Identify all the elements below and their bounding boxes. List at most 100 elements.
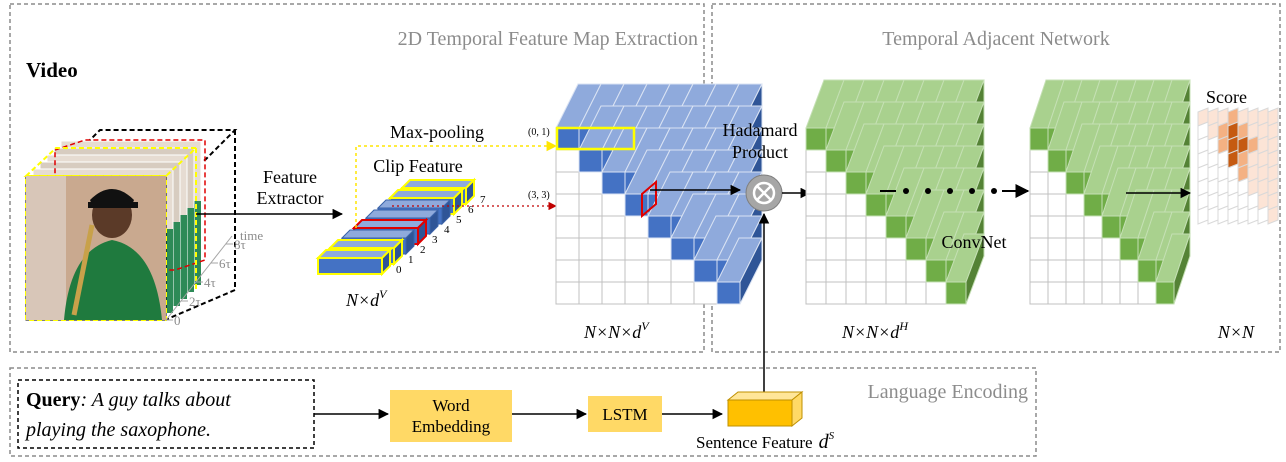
map-cell xyxy=(578,193,603,217)
map-cell xyxy=(578,259,603,283)
score-label: Score xyxy=(1206,87,1247,107)
map-cell xyxy=(601,193,626,217)
map-cell xyxy=(578,171,603,195)
map-cell-front xyxy=(925,259,947,283)
map-cell xyxy=(1029,259,1049,283)
map-cell xyxy=(1101,237,1121,261)
convnet-label: ConvNet xyxy=(942,232,1007,252)
map-cell xyxy=(1047,171,1067,195)
map-cell xyxy=(1101,259,1121,283)
map-cell xyxy=(647,237,672,261)
map-cell-front xyxy=(805,127,827,151)
ellipsis-dot xyxy=(969,188,975,194)
map-cell-front xyxy=(1047,149,1067,173)
map-cell xyxy=(624,215,649,239)
map-cell xyxy=(1047,259,1067,283)
time-tick-label: 4τ xyxy=(204,275,216,290)
map-cell xyxy=(805,171,827,195)
clip-slab-top xyxy=(315,249,393,259)
map-cell-front xyxy=(693,259,718,283)
map-cell xyxy=(825,237,847,261)
ellipsis-dot xyxy=(925,188,931,194)
score-map xyxy=(1197,107,1279,225)
map-cell xyxy=(1119,259,1139,283)
map2d-dim: N×N×dV xyxy=(583,319,650,342)
map-cell xyxy=(1029,171,1049,195)
time-tick-label: 0 xyxy=(174,313,181,328)
clip-index: 2 xyxy=(420,244,426,256)
map-cell xyxy=(624,259,649,283)
map-cell xyxy=(1029,215,1049,239)
language-title: Language Encoding xyxy=(868,381,1029,403)
clip-slab-top xyxy=(327,239,405,249)
map-cell xyxy=(1065,215,1085,239)
map-cell-front xyxy=(1137,259,1157,283)
map-cell-side xyxy=(1173,233,1191,305)
map-cell xyxy=(1083,237,1103,261)
map-cell xyxy=(825,215,847,239)
map-cell-front xyxy=(1029,127,1049,151)
clip-index: 0 xyxy=(396,264,402,276)
map-cell xyxy=(845,215,867,239)
language-section-frame xyxy=(9,367,1037,457)
lstm-box xyxy=(588,396,662,432)
map-cell xyxy=(805,193,827,217)
map-cell xyxy=(1083,215,1103,239)
clip-slab-top xyxy=(351,219,429,229)
map-cell xyxy=(1065,237,1085,261)
map-cell xyxy=(1065,281,1085,305)
map-cell xyxy=(601,237,626,261)
map-cell xyxy=(1083,259,1103,283)
map-cell xyxy=(601,215,626,239)
map-cell xyxy=(865,237,887,261)
map-cell-front xyxy=(1083,193,1103,217)
map-cell xyxy=(825,259,847,283)
clip-index: 6 xyxy=(468,204,474,216)
hadamard-product-icon xyxy=(745,174,783,212)
tan-dim: N×N×dH xyxy=(841,319,909,342)
score-dim: N×N xyxy=(1217,322,1255,342)
map-cell-side xyxy=(965,233,985,305)
clip-slab-top xyxy=(399,179,477,189)
clip-feature-dim: N×dV xyxy=(345,287,388,310)
map-cell xyxy=(670,259,695,283)
map-cell xyxy=(555,215,580,239)
query-box xyxy=(17,379,315,449)
map-cell xyxy=(905,259,927,283)
max-pooling-label: Max-pooling xyxy=(390,122,484,142)
map-cell xyxy=(925,281,947,305)
clip-slab-top xyxy=(376,199,452,209)
clip-slab-front xyxy=(317,257,383,275)
map-cell xyxy=(555,149,580,173)
map-cell xyxy=(647,259,672,283)
hadamard-line1: Hadamard xyxy=(723,120,798,140)
max-pool-red-cell xyxy=(641,179,657,219)
map-cell-front xyxy=(1155,281,1175,305)
map-cell-front xyxy=(885,215,907,239)
time-tick-label: 8τ xyxy=(234,237,246,252)
time-tick-label: 6τ xyxy=(219,256,231,271)
query-line1: Query: A guy talks about xyxy=(26,389,231,411)
clip-feature-label: Clip Feature xyxy=(373,156,462,176)
map-cell xyxy=(601,281,626,305)
map-cell xyxy=(1029,237,1049,261)
ellipsis-dot xyxy=(903,188,909,194)
map-cell xyxy=(555,193,580,217)
map-cell xyxy=(1029,193,1049,217)
map-cell-front xyxy=(865,193,887,217)
map-cell xyxy=(578,237,603,261)
feature-extractor-line2: Extractor xyxy=(257,188,324,208)
map-cell-front xyxy=(716,281,741,305)
clip-slab-top xyxy=(340,229,416,239)
map-cell xyxy=(647,281,672,305)
map-cell xyxy=(1029,281,1049,305)
map-cell xyxy=(624,281,649,305)
map-cell xyxy=(885,281,907,305)
score-cell xyxy=(1267,205,1279,225)
map-cell-front xyxy=(578,149,603,173)
map-cell-front xyxy=(647,215,672,239)
clip-index: 3 xyxy=(432,234,438,246)
map-cell xyxy=(805,281,827,305)
